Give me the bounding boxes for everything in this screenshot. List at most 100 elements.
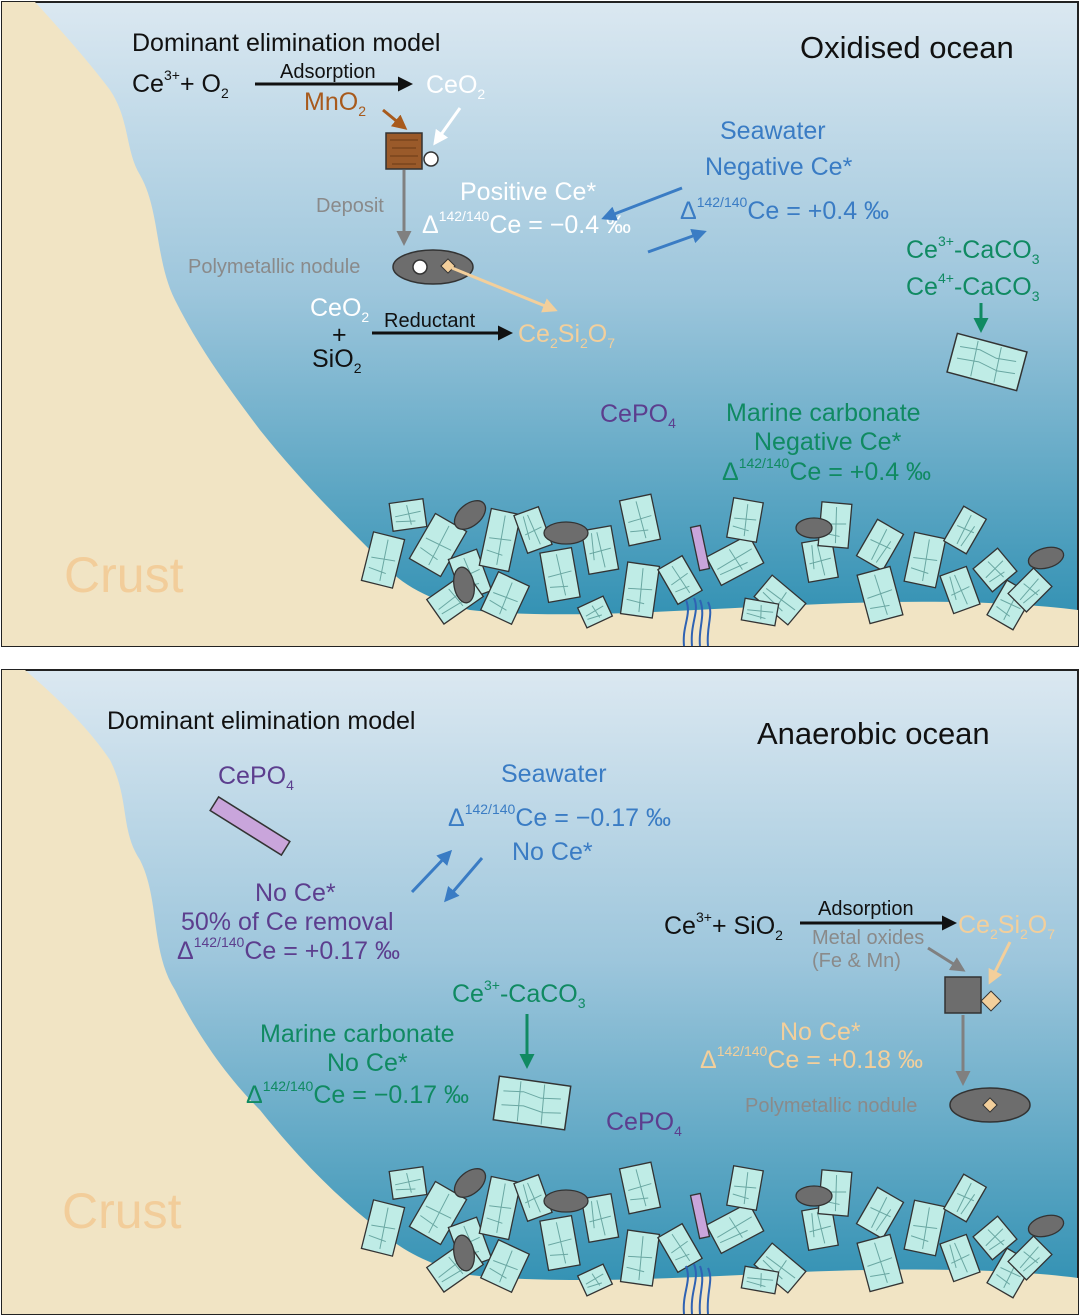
- carbonate-particle-falling-bottom: [492, 1075, 572, 1131]
- seawater-delta-top: Δ142/140Ce = +0.4 ‰: [680, 194, 889, 225]
- sediment-carbonate: [619, 561, 661, 619]
- sediment-carbonate: [903, 531, 947, 589]
- sediment-carbonate: [942, 505, 988, 555]
- sediment-carbonate: [539, 546, 581, 604]
- exchange-arrow-down: [444, 857, 484, 903]
- sediment-carbonate: [513, 505, 553, 555]
- sediment-nodule: [795, 1185, 833, 1207]
- cepo4-bottom: CePO4: [606, 1108, 682, 1139]
- sediment-carbonate: [619, 1229, 661, 1287]
- vent-lines-top: [682, 597, 712, 647]
- sediment-nodule: [795, 517, 833, 539]
- silicate-particle: [980, 990, 1002, 1012]
- metal-arrow: [927, 946, 966, 972]
- exchange-arrow-up: [410, 849, 453, 894]
- ce3-caco3-top: Ce3+-CaCO3: [906, 233, 1040, 267]
- sediment-carbonate: [726, 496, 764, 544]
- sediment-carbonate: [408, 1180, 468, 1246]
- sediment-nodule: [1027, 546, 1065, 570]
- marine-carbonate-top: Marine carbonate: [726, 399, 921, 427]
- sediment-carbonate: [478, 507, 522, 573]
- crust-label-bottom: Crust: [62, 1183, 182, 1239]
- sediment-carbonate: [656, 554, 704, 606]
- sediment-carbonate: [576, 1263, 614, 1297]
- eq1-arrow-label: Adsorption: [280, 61, 376, 83]
- sediment-nodule: [1027, 1214, 1065, 1238]
- eq2-product: Ce2Si2O7: [518, 320, 615, 351]
- silicate-arrow-top: [451, 266, 558, 313]
- ce3-caco3-bottom: Ce3+-CaCO3: [452, 977, 586, 1011]
- carbonate-particle-falling-top: [946, 332, 1028, 392]
- sediment-carbonate: [705, 1201, 765, 1255]
- sediment-carbonate: [580, 524, 620, 576]
- sediment-carbonate: [388, 498, 428, 532]
- sediment-carbonate: [817, 1169, 853, 1217]
- noce-delta: Δ142/140Ce = +0.18 ‰: [700, 1043, 923, 1074]
- sediment-carbonate: [801, 536, 839, 584]
- silicate-arrow-bottom: [988, 941, 1012, 985]
- cepo4-top-left: CePO4: [218, 762, 294, 793]
- sediment-carbonate: [939, 565, 981, 615]
- ceo2-particle: [423, 151, 439, 167]
- seawater-ce-top: Negative Ce*: [705, 153, 853, 181]
- sediment-carbonate: [360, 531, 406, 589]
- nodule-label-top: Polymetallic nodule: [188, 256, 360, 278]
- seawater-ce-bottom: No Ce*: [512, 838, 593, 866]
- mno2-label: MnO2: [304, 88, 366, 119]
- eq2-plus: +: [332, 321, 347, 349]
- marine-carbonate-bottom: Marine carbonate: [260, 1020, 455, 1048]
- sediment-carbonate: [576, 595, 614, 629]
- eq-bottom-arrow-label: Adsorption: [818, 898, 914, 920]
- polymetallic-nodule-top: [392, 249, 474, 285]
- removal-percent: 50% of Ce removal: [181, 908, 394, 936]
- nodule-label-bottom: Polymetallic nodule: [745, 1095, 917, 1117]
- sediment-carbonate: [479, 1238, 531, 1294]
- sediment-nodule: [543, 1189, 589, 1213]
- seafloor-particles-top: [360, 493, 1065, 631]
- sediment-carbonate: [740, 597, 780, 627]
- sediment-cepo4: [689, 524, 711, 572]
- removal-delta: Δ142/140Ce = +0.17 ‰: [177, 934, 400, 965]
- exchange-arrow-left: [601, 186, 683, 221]
- sediment-carbonate: [855, 1186, 905, 1240]
- removal-ce: No Ce*: [255, 879, 336, 907]
- marine-delta-top: Δ142/140Ce = +0.4 ‰: [722, 455, 931, 486]
- eq-bottom-product: Ce2Si2O7: [958, 911, 1055, 942]
- mno2-arrow: [382, 108, 408, 130]
- seafloor-particles-bottom: [360, 1161, 1065, 1299]
- cepo4-top: CePO4: [600, 400, 676, 431]
- sediment-nodule: [453, 566, 475, 604]
- crust-cliff: [2, 2, 1078, 646]
- sediment-carbonate: [1007, 567, 1053, 613]
- exchange-arrow-right: [647, 228, 707, 254]
- ceo2-arrow: [433, 107, 462, 146]
- eq2-arrow-label: Reductant: [384, 310, 476, 332]
- sediment-carbonate: [479, 570, 531, 626]
- sediment-carbonate: [801, 1204, 839, 1252]
- deposit-label: Deposit: [316, 195, 384, 217]
- panel-anaerobic: Anaerobic ocean Dominant elimination mod…: [1, 669, 1079, 1315]
- metal-oxide-particle: [944, 976, 982, 1014]
- sediment-carbonate: [580, 1192, 620, 1244]
- metal-oxides-label: Metal oxides: [812, 927, 924, 949]
- sediment-carbonate: [856, 565, 904, 625]
- seawater-delta-bottom: Δ142/140Ce = −0.17 ‰: [448, 801, 671, 832]
- model-label-bottom: Dominant elimination model: [107, 707, 415, 735]
- eq-bottom-reactants: Ce3++ SiO2: [664, 909, 783, 943]
- panel-oxidised: Oxidised ocean Dominant elimination mode…: [1, 1, 1079, 647]
- sediment-carbonate: [726, 1164, 764, 1212]
- panel-title-anaerobic: Anaerobic ocean: [757, 716, 990, 751]
- crust-label-top: Crust: [64, 547, 184, 603]
- positive-ce-label: Positive Ce*: [460, 178, 596, 206]
- sediment-carbonate: [539, 1214, 581, 1272]
- sediment-carbonate: [1007, 1235, 1053, 1281]
- sediment-carbonate: [360, 1199, 406, 1257]
- panel-title-oxidised: Oxidised ocean: [800, 30, 1014, 65]
- eq1-reactants: Ce3++ O2: [132, 67, 229, 101]
- marine-ce-bottom: No Ce*: [327, 1049, 408, 1077]
- vent-lines-bottom: [682, 1263, 712, 1315]
- cepo4-particle-falling: [209, 795, 291, 857]
- sediment-nodule: [543, 521, 589, 545]
- model-label-top: Dominant elimination model: [132, 29, 440, 57]
